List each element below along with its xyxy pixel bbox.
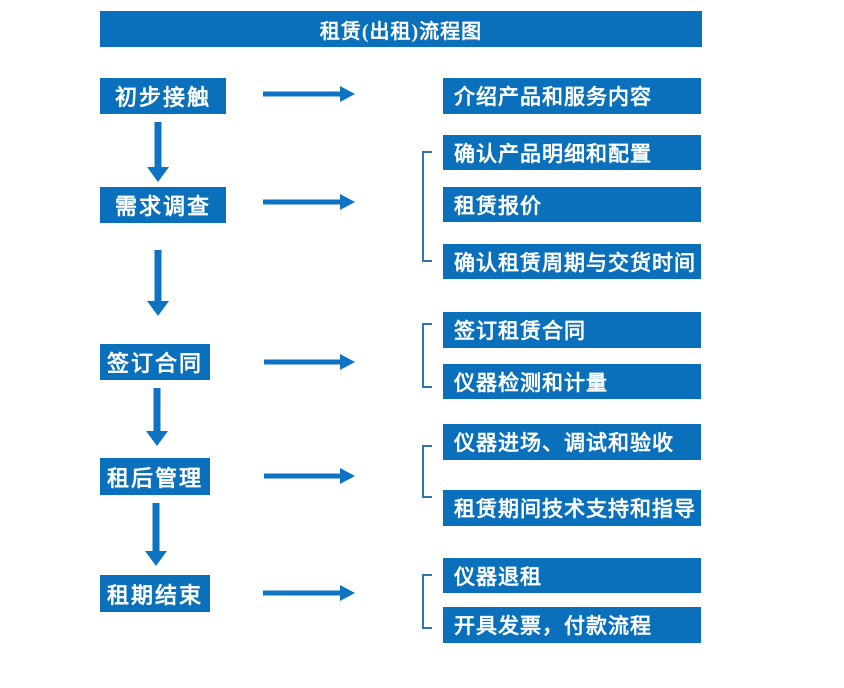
flow-arrow-down-1-icon xyxy=(147,122,169,182)
bracket-group-2-icon xyxy=(422,151,432,262)
detail-invoice-payment-process: 开具发票，付款流程 xyxy=(443,607,701,643)
detail-instrument-setup-acceptance: 仪器进场、调试和验收 xyxy=(443,424,701,460)
detail-instrument-inspection-measurement: 仪器检测和计量 xyxy=(443,364,701,399)
flow-arrow-down-3-icon xyxy=(146,388,168,446)
detail-instrument-return: 仪器退租 xyxy=(443,558,701,593)
detail-introduce-products-services: 介绍产品和服务内容 xyxy=(443,78,701,114)
bracket-group-3-icon xyxy=(422,323,432,388)
detail-confirm-rental-period-delivery: 确认租赁周期与交货时间 xyxy=(443,244,701,279)
detail-sign-rental-contract: 签订租赁合同 xyxy=(443,312,701,348)
bracket-group-5-icon xyxy=(422,574,432,629)
flow-arrow-right-5-icon xyxy=(263,585,355,601)
detail-confirm-product-details-config: 确认产品明细和配置 xyxy=(443,135,701,170)
detail-rental-technical-support: 租赁期间技术支持和指导 xyxy=(443,490,701,526)
detail-rental-quotation: 租赁报价 xyxy=(443,187,701,222)
flow-arrow-right-3-icon xyxy=(264,354,355,370)
flow-arrow-right-2-icon xyxy=(263,194,355,210)
bracket-group-4-icon xyxy=(422,445,432,498)
stage-post-rental-management: 租后管理 xyxy=(100,458,210,495)
stage-sign-contract: 签订合同 xyxy=(100,344,210,380)
flow-arrow-down-2-icon xyxy=(147,250,169,316)
stage-rental-end: 租期结束 xyxy=(100,575,210,612)
flowchart-title: 租赁(出租)流程图 xyxy=(100,11,702,47)
flow-arrow-right-1-icon xyxy=(263,86,355,102)
flow-arrow-right-4-icon xyxy=(264,468,355,484)
stage-initial-contact: 初步接触 xyxy=(100,78,226,114)
stage-demand-survey: 需求调查 xyxy=(100,187,226,223)
flow-arrow-down-4-icon xyxy=(145,503,167,566)
